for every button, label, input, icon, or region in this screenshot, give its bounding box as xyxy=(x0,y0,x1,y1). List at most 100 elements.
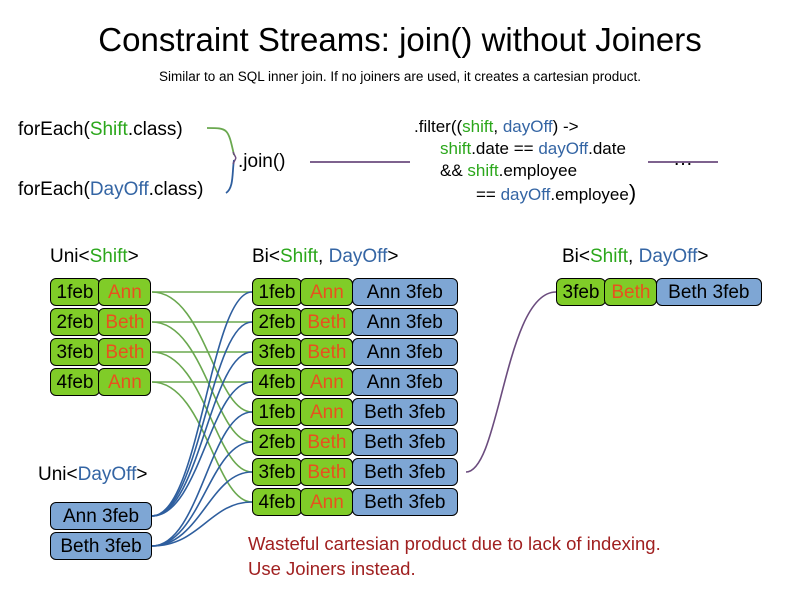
filter-l4-eq: == xyxy=(476,185,501,204)
cap2-type2: DayOff xyxy=(328,246,388,267)
filter-l3-shift: shift xyxy=(467,161,499,180)
shift-name-card: Beth xyxy=(98,308,152,336)
filter-l2-end: .date xyxy=(588,139,626,158)
caption-uni-shift: Uni<Shift> xyxy=(50,245,139,269)
cap1-prefix: Uni< xyxy=(50,246,90,267)
joined-name-card: Beth xyxy=(300,308,354,336)
joined-dayoff-card: Beth 3feb xyxy=(351,488,458,516)
foreach-dayoff-suffix: .class) xyxy=(148,179,204,200)
cap3-prefix: Bi< xyxy=(562,246,590,267)
code-filter-block: .filter((shift, dayOff) -> shift.date ==… xyxy=(414,116,636,206)
filter-l3-end: .employee xyxy=(498,161,578,180)
joined-date-card: 2feb xyxy=(252,428,302,456)
foreach-dayoff-type: DayOff xyxy=(89,179,149,200)
page-subtitle: Similar to an SQL inner join. If no join… xyxy=(159,69,641,84)
code-join-label: .join() xyxy=(238,151,286,172)
joined-dayoff-card: Beth 3feb xyxy=(351,428,458,456)
filter-l2-dayoff: dayOff xyxy=(538,139,589,158)
warning-line-2: Use Joiners instead. xyxy=(248,558,416,579)
joined-name-card: Beth xyxy=(300,338,354,366)
cap3-type2: DayOff xyxy=(638,246,698,267)
shift-date-card: 1feb xyxy=(50,278,100,306)
code-foreach-dayoff: forEach(DayOff.class) xyxy=(18,178,204,202)
dayoff-card-row: Beth 3feb xyxy=(50,532,152,560)
joined-date-card: 4feb xyxy=(252,368,302,396)
shift-date-card: 4feb xyxy=(50,368,100,396)
cap3-type1: Shift xyxy=(590,246,629,267)
joined-dayoff-card: Beth 3feb xyxy=(351,458,458,486)
filter-l4-close-paren: ) xyxy=(628,180,637,205)
cap4-prefix: Uni< xyxy=(38,464,78,485)
filtered-dayoff-card: Beth 3feb xyxy=(655,278,762,306)
warning-note: Wasteful cartesian product due to lack o… xyxy=(248,531,661,581)
joined-name-card: Beth xyxy=(300,428,354,456)
filter-l4-end: .employee xyxy=(550,185,629,204)
joined-name-card: Ann xyxy=(300,368,354,396)
joined-date-card: 2feb xyxy=(252,308,302,336)
caption-bi-middle: Bi<Shift, DayOff> xyxy=(252,245,398,269)
filtered-name-card: Beth xyxy=(604,278,658,306)
joined-dayoff-card: Ann 3feb xyxy=(351,278,458,306)
cap2-prefix: Bi< xyxy=(252,246,280,267)
shift-date-card: 2feb xyxy=(50,308,100,336)
foreach-shift-prefix: forEach( xyxy=(18,119,90,140)
shift-name-card: Ann xyxy=(98,278,152,306)
cap2-suffix: > xyxy=(387,246,399,267)
dayoff-card-row: Ann 3feb xyxy=(50,502,152,530)
joined-name-card: Ann xyxy=(300,398,354,426)
page-title: Constraint Streams: join() without Joine… xyxy=(98,21,702,58)
filter-l4-dayoff: dayOff xyxy=(500,185,551,204)
cap3-suffix: > xyxy=(697,246,709,267)
cap2-type1: Shift xyxy=(280,246,319,267)
joined-date-card: 1feb xyxy=(252,278,302,306)
filter-l2-shift: shift xyxy=(440,139,472,158)
caption-uni-dayoff: Uni<DayOff> xyxy=(38,463,148,487)
joined-name-card: Ann xyxy=(300,278,354,306)
foreach-dayoff-prefix: forEach( xyxy=(18,179,90,200)
filter-l1-open: .filter(( xyxy=(414,117,463,136)
joined-date-card: 3feb xyxy=(252,338,302,366)
cap2-comma: , xyxy=(318,246,329,267)
joined-dayoff-card: Ann 3feb xyxy=(351,308,458,336)
warning-line-1: Wasteful cartesian product due to lack o… xyxy=(248,533,661,554)
dayoff-card: Beth 3feb xyxy=(50,532,152,560)
filter-line-3: && shift.employee xyxy=(440,160,636,182)
code-ellipsis: … xyxy=(673,148,694,170)
joined-dayoff-card: Ann 3feb xyxy=(351,368,458,396)
joined-name-card: Beth xyxy=(300,458,354,486)
joined-date-card: 4feb xyxy=(252,488,302,516)
filter-l1-close: ) -> xyxy=(552,117,579,136)
filter-line-4: == dayOff.employee) xyxy=(476,182,636,206)
dayoff-card: Ann 3feb xyxy=(50,502,152,530)
filter-l3-amp: && xyxy=(440,161,468,180)
filter-l2-mid: .date == xyxy=(471,139,539,158)
cap4-type: DayOff xyxy=(77,464,137,485)
code-foreach-shift: forEach(Shift.class) xyxy=(18,118,183,142)
filtered-date-card: 3feb xyxy=(556,278,606,306)
cap1-suffix: > xyxy=(127,246,139,267)
joined-date-card: 1feb xyxy=(252,398,302,426)
foreach-shift-suffix: .class) xyxy=(127,119,183,140)
joined-name-card: Ann xyxy=(300,488,354,516)
shift-name-card: Beth xyxy=(98,338,152,366)
joined-dayoff-card: Beth 3feb xyxy=(351,398,458,426)
shift-date-card: 3feb xyxy=(50,338,100,366)
joined-dayoff-card: Ann 3feb xyxy=(351,338,458,366)
filter-line-2: shift.date == dayOff.date xyxy=(440,138,636,160)
filter-l1-comma: , xyxy=(493,117,503,136)
foreach-shift-type: Shift xyxy=(89,119,128,140)
